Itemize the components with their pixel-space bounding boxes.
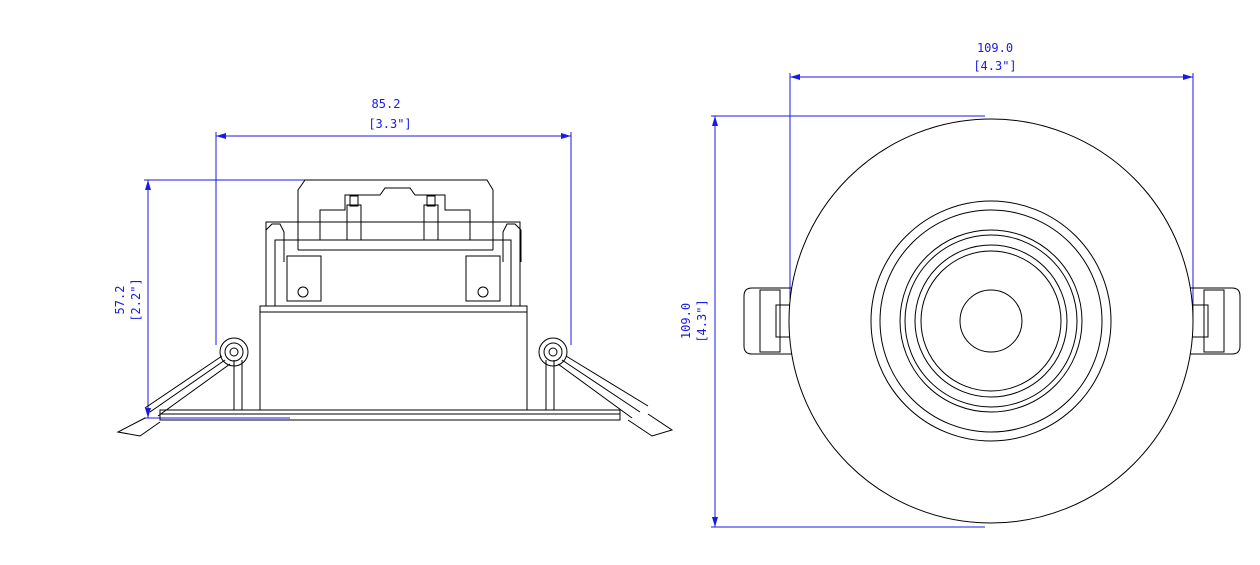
side-height-mm-label: 57.2 [113, 286, 127, 315]
left-tab [743, 287, 795, 355]
side-view: 85.2 [3.3"] 57.2 [2.2"] [113, 97, 674, 437]
side-width-in-label: [3.3"] [368, 117, 411, 131]
top-view: 109.0 [4.3"] 109.0 [4.3"] [679, 41, 1241, 528]
top-width-dimension: 109.0 [4.3"] [789, 41, 1194, 320]
top-height-dimension: 109.0 [4.3"] [679, 115, 985, 528]
right-tab [1188, 287, 1241, 355]
left-spring-clip [116, 337, 249, 437]
side-height-dimension: 57.2 [2.2"] [113, 179, 305, 419]
right-spring-clip [538, 337, 674, 437]
side-height-in-label: [2.2"] [129, 278, 143, 321]
top-trim-rings [788, 118, 1194, 524]
side-housing [159, 179, 621, 421]
side-width-dimension: 85.2 [3.3"] [215, 97, 572, 345]
top-width-mm-label: 109.0 [977, 41, 1013, 55]
side-width-mm-label: 85.2 [372, 97, 401, 111]
top-height-mm-label: 109.0 [679, 303, 693, 339]
top-height-in-label: [4.3"] [695, 299, 709, 342]
top-width-in-label: [4.3"] [973, 59, 1016, 73]
